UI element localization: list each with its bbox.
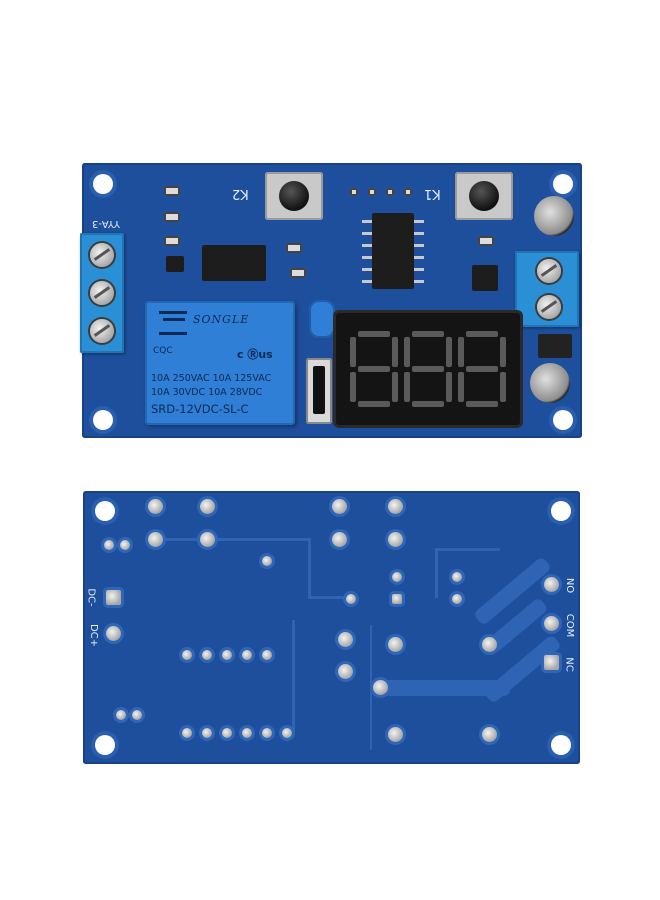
- screw-terminal-output: [515, 251, 579, 327]
- relay-cert-ul: c Ⓡus: [237, 348, 273, 361]
- smd-resistor: [164, 212, 180, 222]
- display-digit: [458, 331, 506, 407]
- silkscreen-k2: K2: [232, 186, 249, 201]
- jumper-header[interactable]: [306, 358, 332, 424]
- led-indicator: [350, 188, 358, 196]
- solder-pad: [262, 556, 272, 566]
- solder-pad: [116, 710, 126, 720]
- screw-icon: [90, 281, 114, 305]
- smd-resistor: [478, 236, 494, 246]
- solder-pad: [148, 499, 163, 514]
- solder-pad: [282, 728, 292, 738]
- solder-pad: [388, 727, 403, 742]
- screw-icon: [537, 295, 561, 319]
- solder-pad: [346, 594, 356, 604]
- mounting-hole: [553, 410, 573, 430]
- smd-resistor: [164, 236, 180, 246]
- mounting-hole: [551, 501, 571, 521]
- diode: [538, 334, 572, 358]
- solder-pad: [132, 710, 142, 720]
- solder-pad: [202, 728, 212, 738]
- solder-pad: [222, 728, 232, 738]
- solder-pad: [482, 637, 497, 652]
- mounting-hole: [93, 174, 113, 194]
- screw-icon: [537, 259, 561, 283]
- relay-rating-line1: 10A 250VAC 10A 125VAC: [151, 373, 272, 384]
- display-digit: [350, 331, 398, 407]
- solder-pad: [262, 728, 272, 738]
- solder-pad: [373, 680, 388, 695]
- solder-pad: [262, 650, 272, 660]
- electrolytic-capacitor: [530, 363, 570, 403]
- silkscreen-yya3: YYA-3: [92, 218, 121, 229]
- relay-model: SRD-12VDC-SL-C: [151, 402, 249, 416]
- solder-pad: [388, 532, 403, 547]
- relay-brand: SONGLE: [193, 313, 250, 326]
- solder-pad: [392, 572, 402, 582]
- solder-pad: [338, 632, 353, 647]
- solder-pad: [452, 572, 462, 582]
- solder-pad: [338, 664, 353, 679]
- microcontroller-chip: [372, 213, 414, 289]
- led-indicator: [404, 188, 412, 196]
- silkscreen-nc: NC: [563, 657, 575, 672]
- no-terminal-pad: [544, 577, 559, 592]
- k1-pushbutton[interactable]: [455, 172, 513, 220]
- solder-pad: [392, 594, 402, 604]
- electrolytic-capacitor: [534, 196, 574, 236]
- dc-plus-pad: [106, 626, 121, 641]
- screw-icon: [90, 319, 114, 343]
- mounting-hole: [95, 735, 115, 755]
- silkscreen-k1: K1: [424, 186, 441, 201]
- relay-module-bottom-view: [83, 491, 580, 764]
- silkscreen-com: COM: [564, 613, 576, 638]
- nc-terminal-pad: [544, 655, 559, 670]
- transistor: [166, 256, 184, 272]
- display-digit: [404, 331, 452, 407]
- solder-pad: [222, 650, 232, 660]
- smd-resistor: [290, 268, 306, 278]
- silkscreen-dc-minus: DC-: [85, 588, 97, 607]
- dc-minus-pad: [106, 590, 121, 605]
- solder-pad: [202, 650, 212, 660]
- led-indicator: [386, 188, 394, 196]
- solder-pad: [242, 728, 252, 738]
- mounting-hole: [93, 410, 113, 430]
- silkscreen-no: NO: [564, 577, 576, 594]
- screw-icon: [90, 243, 114, 267]
- solder-pad: [182, 728, 192, 738]
- songle-logo-icon: [159, 311, 187, 335]
- smd-resistor: [286, 243, 302, 253]
- solder-pad: [388, 499, 403, 514]
- com-terminal-pad: [544, 616, 559, 631]
- silkscreen-dc-plus: DC+: [88, 623, 100, 648]
- solder-pad: [242, 650, 252, 660]
- solder-pad: [182, 650, 192, 660]
- solder-pad: [104, 540, 114, 550]
- screw-terminal-input: [80, 233, 124, 353]
- relay-rating-line2: 10A 30VDC 10A 28VDC: [151, 387, 263, 398]
- smd-resistor: [164, 186, 180, 196]
- mounting-hole: [95, 501, 115, 521]
- solder-pad: [332, 532, 347, 547]
- led-indicator: [368, 188, 376, 196]
- mounting-hole: [551, 735, 571, 755]
- ceramic-capacitor: [309, 300, 335, 338]
- voltage-regulator: [472, 265, 498, 291]
- seven-segment-display: [336, 313, 520, 425]
- solder-pad: [120, 540, 130, 550]
- mounting-hole: [553, 174, 573, 194]
- solder-pad: [200, 532, 215, 547]
- solder-pad: [148, 532, 163, 547]
- solder-pad: [452, 594, 462, 604]
- songle-relay: SONGLE CQC c Ⓡus 10A 250VAC 10A 125VAC 1…: [145, 301, 295, 425]
- k2-pushbutton[interactable]: [265, 172, 323, 220]
- solder-pad: [482, 727, 497, 742]
- relay-cert-cqc: CQC: [153, 346, 173, 356]
- solder-pad: [200, 499, 215, 514]
- optocoupler-chip: [202, 245, 266, 281]
- solder-pad: [332, 499, 347, 514]
- solder-pad: [388, 637, 403, 652]
